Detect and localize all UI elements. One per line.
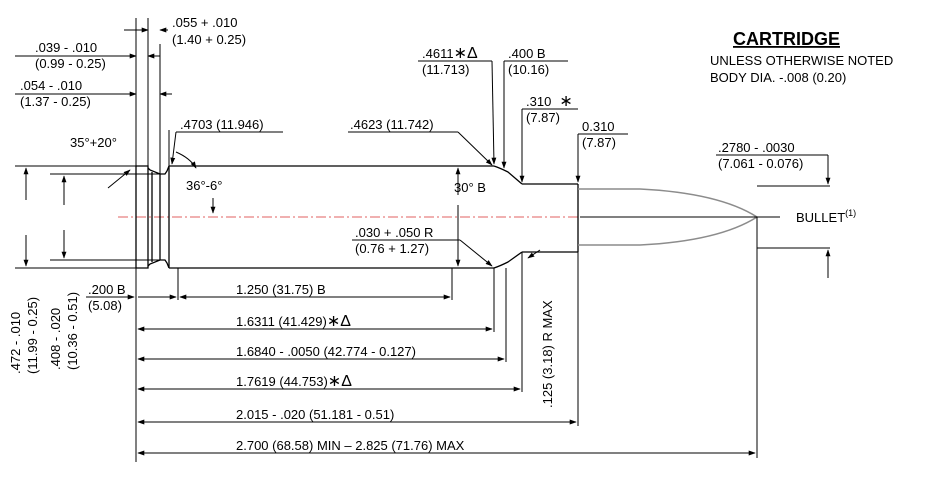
neck-length-label: 1.6840 - .0050 (42.774 - 0.127): [236, 344, 416, 359]
shoulder-nominal-suffix: ∗Δ: [454, 45, 478, 62]
groove-depth-label: .054 - .010: [20, 78, 82, 93]
shoulder-nominal-mm-label: (11.713): [422, 62, 469, 77]
extractor-groove-mm-label: (0.99 - 0.25): [35, 56, 106, 71]
shoulder-diameter-label: .4623 (11.742): [350, 117, 434, 132]
neck-end-length-value: 1.7619 (44.753): [236, 374, 328, 389]
shoulder-length-label: 1.6311 (41.429)∗Δ: [236, 313, 351, 330]
groove-depth-mm-label: (1.37 - 0.25): [20, 94, 91, 109]
neck-dia-label: .310 ∗: [526, 93, 573, 110]
body-angle-label: 36°-6°: [186, 178, 222, 193]
shoulder-length-value: 1.6311 (41.429): [236, 314, 327, 329]
shoulder-radius-mm-label: (0.76 + 1.27): [355, 241, 429, 256]
extractor-groove-label: .039 - .010: [35, 40, 97, 55]
shoulder-nominal-value: .4611: [422, 46, 454, 61]
shoulder-angle-label: 30° B: [454, 180, 486, 195]
base-length-mm-label: (5.08): [88, 298, 122, 313]
rim-thickness-label: .055 + .010: [172, 15, 237, 30]
base-length-label: .200 B: [88, 282, 126, 297]
bullet-footnote: (1): [845, 208, 856, 218]
note-line-1: UNLESS OTHERWISE NOTED: [710, 53, 893, 68]
bullet-dia-label: .2780 - .0030: [718, 140, 795, 155]
bullet-label: BULLET(1): [796, 208, 856, 225]
neck-dia2-label: 0.310: [582, 119, 615, 134]
neck-dia-suffix: ∗: [559, 93, 572, 110]
shoulder-length-suffix: ∗Δ: [327, 313, 351, 330]
note-line-2: BODY DIA. -.008 (0.20): [710, 70, 846, 85]
neck-radius-label: .125 (3.18) R MAX: [540, 300, 555, 408]
groove-diameter-mm-label: (10.36 - 0.51): [65, 292, 80, 370]
body-length-label: 1.250 (31.75) B: [236, 282, 326, 297]
drawing-title: CARTRIDGE: [733, 29, 840, 49]
case-outline: [135, 165, 579, 269]
groove-diameter-label: .408 - .020: [48, 308, 63, 370]
case-length-label: 2.015 - .020 (51.181 - 0.51): [236, 407, 394, 422]
bullet-label-text: BULLET: [796, 210, 845, 225]
neck-start-label: .400 B: [508, 46, 546, 61]
base-diameter-label: .4703 (11.946): [180, 117, 264, 132]
groove-angle-label: 35°+20°: [70, 135, 117, 150]
shoulder-nominal-label: .4611∗Δ: [422, 45, 478, 62]
rim-thickness-mm-label: (1.40 + 0.25): [172, 32, 246, 47]
dimension-lines: [15, 27, 831, 456]
neck-start-mm-label: (10.16): [508, 62, 549, 77]
extension-lines: [15, 18, 830, 462]
neck-end-length-suffix: ∗Δ: [328, 373, 352, 390]
neck-dia2-mm-label: (7.87): [582, 135, 616, 150]
overall-length-label: 2.700 (68.58) MIN – 2.825 (71.76) MAX: [236, 438, 465, 453]
shoulder-radius-label: .030 + .050 R: [355, 225, 433, 240]
neck-dia-mm-label: (7.87): [526, 110, 560, 125]
neck-dia-value: .310: [526, 94, 551, 109]
rim-diameter-label: .472 - .010: [8, 312, 23, 374]
bullet-dia-mm-label: (7.061 - 0.076): [718, 156, 803, 171]
neck-end-length-label: 1.7619 (44.753)∗Δ: [236, 373, 352, 390]
rim-diameter-mm-label: (11.99 - 0.25): [25, 297, 40, 374]
